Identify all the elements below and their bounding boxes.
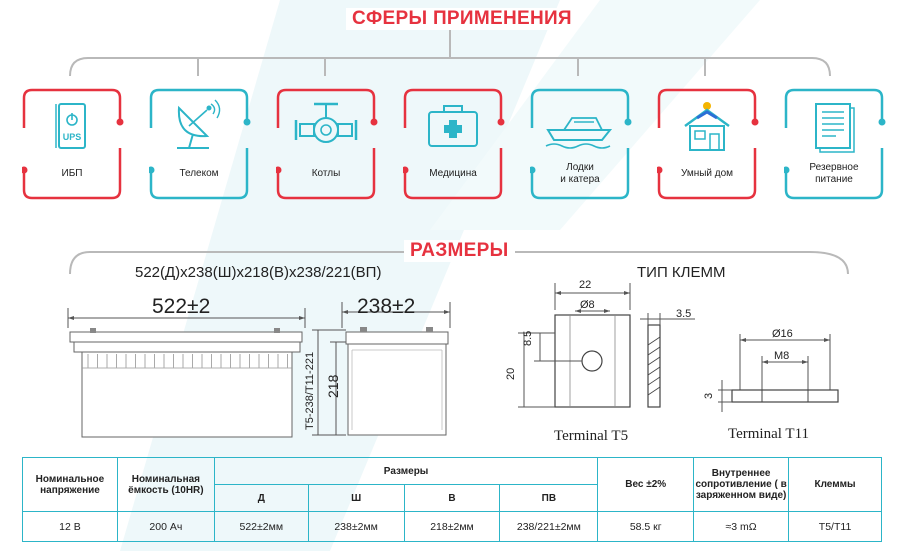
- smart-home-icon: [684, 102, 730, 151]
- applications-title: СФЕРЫ ПРИМЕНЕНИЯ: [346, 8, 578, 30]
- header-resistance: Внутреннее сопротивление ( в заряженном …: [693, 457, 790, 512]
- header-length: Д: [213, 484, 309, 512]
- header-capacity: Номинальная ёмкость (10HR): [116, 457, 215, 512]
- cell-length: 522±2мм: [213, 511, 309, 542]
- card-frame: [22, 88, 124, 200]
- header-dimensions: Размеры: [213, 457, 599, 485]
- terminal-type-caption: ТИП КЛЕММ: [637, 264, 726, 281]
- application-label: ИБП: [61, 168, 83, 179]
- cell-capacity: 200 Ач: [116, 511, 215, 542]
- t11-outer-label: Ø16: [772, 328, 793, 340]
- header-width: Ш: [307, 484, 405, 512]
- application-card-1: UPS ИБП: [22, 88, 124, 200]
- ups-icon: UPS: [55, 103, 86, 149]
- battery-front-drawing: [312, 302, 451, 436]
- header-weight: Вес ±2%: [597, 457, 695, 512]
- terminal-t5-drawing: [518, 283, 695, 408]
- overall-dimensions-caption: 522(Д)х238(Ш)х218(В)х238/221(ВП): [135, 264, 382, 281]
- card-frame: [657, 88, 759, 200]
- cell-resistance: ≈3 mΩ: [693, 511, 790, 542]
- header-total-height: ПВ: [499, 484, 599, 512]
- satellite-dish-icon: [177, 99, 221, 149]
- dimensions-title: РАЗМЕРЫ: [404, 240, 515, 262]
- medical-kit-icon: [428, 105, 478, 147]
- card-frame: [530, 88, 632, 200]
- cell-weight: 58.5 кг: [597, 511, 695, 542]
- application-card-4: Медицина: [403, 88, 505, 200]
- valve-icon: [294, 102, 358, 143]
- card-frame: [276, 88, 378, 200]
- application-card-2: Телеком: [149, 88, 251, 200]
- header-height: В: [403, 484, 501, 512]
- t5-width-label: 22: [579, 279, 592, 291]
- t11-caption: Terminal T11: [728, 426, 810, 442]
- terminal-height-label: T5-238/T11-221: [304, 351, 316, 430]
- t5-offset-label: 8.5: [522, 330, 534, 346]
- header-terminals: Клеммы: [788, 457, 882, 512]
- t11-height-label: 3: [703, 392, 715, 399]
- t5-hole-label: Ø8: [580, 299, 595, 311]
- boat-icon: [545, 117, 613, 149]
- length-label: 522±2: [152, 295, 211, 318]
- application-label: Медицина: [429, 168, 477, 179]
- width-label: 238±2: [357, 295, 416, 318]
- battery-side-drawing: [67, 308, 306, 438]
- t5-thickness-label: 3.5: [676, 308, 692, 320]
- document-icon: [815, 103, 855, 153]
- height-label: 218: [325, 374, 341, 398]
- specs-table: Номинальное напряжение Номинальная ёмкос…: [22, 457, 882, 542]
- cell-voltage: 12 В: [22, 511, 118, 542]
- card-frame: [403, 88, 505, 200]
- t5-height-label: 20: [505, 367, 517, 380]
- application-label: Котлы: [311, 168, 341, 179]
- cell-terminals: T5/T11: [788, 511, 882, 542]
- application-label: Умный дом: [680, 168, 734, 179]
- t11-thread-label: M8: [774, 350, 790, 362]
- card-frame: [784, 88, 886, 200]
- header-voltage: Номинальное напряжение: [22, 457, 118, 512]
- table-row: 12 В 200 Ач 522±2мм 238±2мм 218±2мм 238/…: [22, 511, 882, 542]
- t5-caption: Terminal T5: [554, 428, 629, 444]
- cell-width: 238±2мм: [307, 511, 405, 542]
- cell-total-height: 238/221±2мм: [499, 511, 599, 542]
- application-card-3: Котлы: [276, 88, 378, 200]
- application-card-6: Умный дом: [657, 88, 759, 200]
- cell-height: 218±2мм: [403, 511, 501, 542]
- application-label: Телеком: [179, 168, 219, 179]
- ups-badge: UPS: [63, 132, 82, 142]
- terminal-t11-drawing: [718, 334, 839, 412]
- card-frame: [149, 88, 251, 200]
- applications-bracket: [69, 30, 831, 77]
